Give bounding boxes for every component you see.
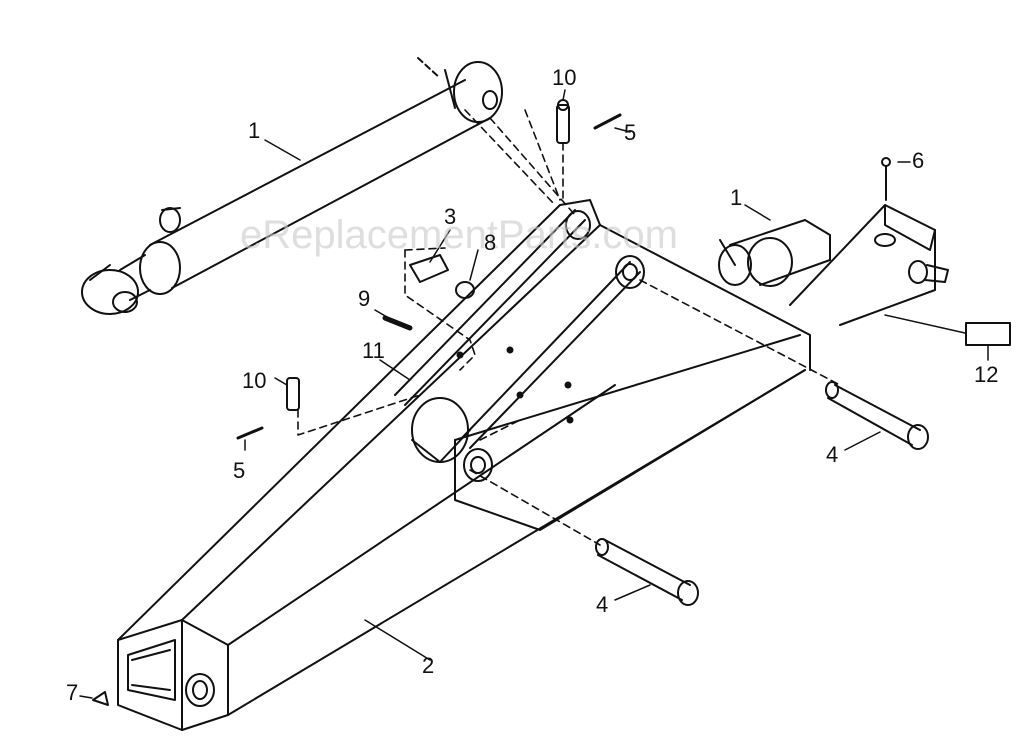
callout-2: 2 xyxy=(422,653,434,678)
pin-center xyxy=(595,538,699,606)
callout-11: 11 xyxy=(362,338,385,363)
callout-1-right: 1 xyxy=(730,185,742,210)
callout-labels: 1 1 2 3 4 4 5 5 6 7 8 9 10 10 11 12 xyxy=(66,65,998,705)
callout-12: 12 xyxy=(974,362,998,387)
callout-4-right: 4 xyxy=(826,442,838,467)
rear-cylinder xyxy=(718,219,831,287)
callout-3: 3 xyxy=(444,204,456,229)
fitting-6 xyxy=(881,157,891,201)
bolt-9 xyxy=(382,315,413,331)
callout-10-top: 10 xyxy=(552,65,576,90)
callout-8: 8 xyxy=(484,230,496,255)
callout-6: 6 xyxy=(912,148,924,173)
assembly-lines xyxy=(297,109,841,546)
hydraulic-cylinder xyxy=(81,57,503,315)
pin-right xyxy=(825,381,929,450)
clip-3 xyxy=(409,254,449,283)
callout-5-left: 5 xyxy=(233,458,245,483)
watermark: eReplacementParts.com xyxy=(240,213,678,257)
leader-lines xyxy=(79,89,989,699)
callout-1-top: 1 xyxy=(248,118,260,143)
callout-4-center: 4 xyxy=(596,592,608,617)
bolt-10-left xyxy=(286,377,300,411)
decal-12 xyxy=(965,322,1011,346)
callout-10-left: 10 xyxy=(242,368,266,393)
callout-5-top: 5 xyxy=(624,120,636,145)
bolt-5-left xyxy=(236,426,264,440)
bolt-10-top xyxy=(556,99,570,144)
bolt-5-top xyxy=(593,113,622,130)
nut-8 xyxy=(455,281,475,299)
callout-9: 9 xyxy=(358,286,370,311)
boom-arm xyxy=(117,199,949,731)
callout-7: 7 xyxy=(66,680,78,705)
fitting-7 xyxy=(92,691,109,706)
